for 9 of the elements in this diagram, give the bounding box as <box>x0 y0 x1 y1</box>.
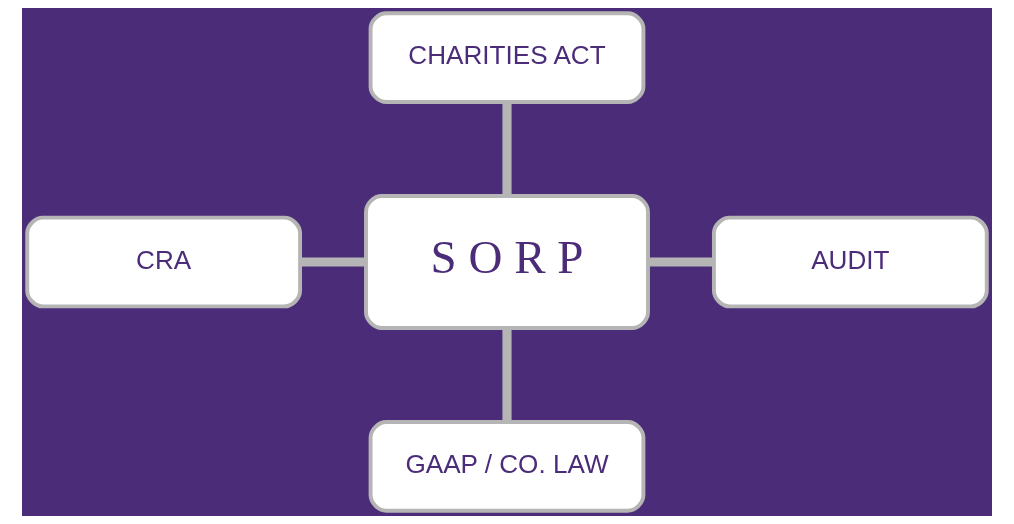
connector <box>502 102 512 197</box>
connector <box>648 257 714 267</box>
connector <box>502 328 512 422</box>
node-box: AUDIT <box>711 215 989 309</box>
node-box: GAAP / CO. LAW <box>368 419 646 513</box>
connector <box>300 257 366 267</box>
node-box: CHARITIES ACT <box>368 11 646 105</box>
node-box: CRA <box>25 215 303 309</box>
node-box: S O R P <box>364 194 650 330</box>
